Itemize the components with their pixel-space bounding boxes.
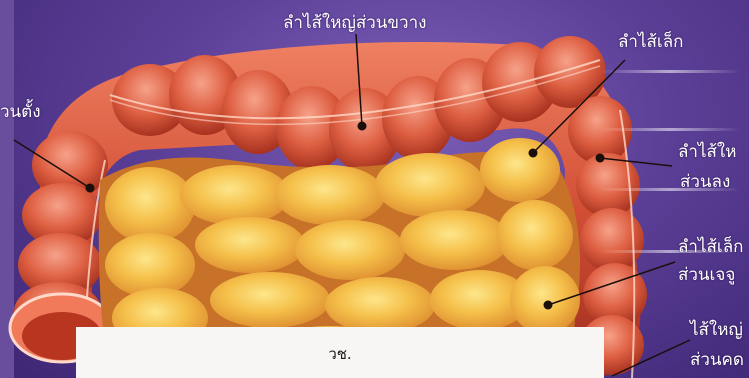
label-descending-colon-line2: ส่วนลง	[680, 172, 730, 192]
label-sigmoid-line2: ส่วนคด	[690, 350, 744, 370]
label-sigmoid-line1: ไส้ใหญ่	[690, 320, 743, 340]
label-small-intestine: ลำไส้เล็ก	[618, 32, 683, 52]
marker-dot	[358, 122, 367, 131]
label-transverse-colon: ลำไส้ใหญ่ส่วนขวาง	[283, 13, 426, 33]
marker-dot	[596, 154, 605, 163]
caption-box: วช.	[76, 327, 604, 378]
marker-dot	[544, 301, 553, 310]
label-jejunum-line2: ส่วนเจจู	[678, 265, 735, 285]
label-descending-colon-line1: ลำไส้ให	[678, 142, 736, 162]
caption-text: วช.	[76, 342, 604, 366]
label-ascending-colon: วนตั้ง	[0, 102, 41, 122]
marker-dot	[529, 149, 538, 158]
marker-dot	[86, 184, 95, 193]
label-jejunum-line1: ลำไส้เล็ก	[678, 237, 743, 257]
